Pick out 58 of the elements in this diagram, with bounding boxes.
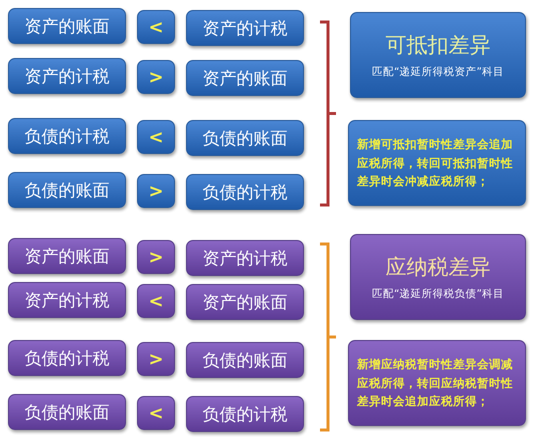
label-box — [186, 342, 304, 378]
label-box — [8, 8, 126, 44]
comparison-sign: < — [148, 16, 164, 38]
label-box — [8, 394, 126, 430]
box-label: 负债的计税 — [24, 348, 110, 370]
comparison-box — [137, 60, 175, 94]
category-subtitle: 匹配“递延所得税负债”科目 — [372, 287, 504, 301]
note-box — [348, 340, 526, 426]
comparison-box — [137, 120, 175, 154]
label-box — [8, 58, 126, 94]
label-box — [8, 282, 126, 318]
label-box — [186, 60, 304, 96]
category-box — [350, 234, 526, 320]
box-label: 资产的计税 — [202, 18, 288, 40]
box-label: 资产的账面 — [24, 16, 110, 38]
comparison-box — [137, 342, 175, 376]
box-label: 资产的计税 — [202, 248, 288, 270]
comparison-sign: < — [148, 402, 164, 424]
note-box — [348, 120, 526, 206]
label-box — [186, 10, 304, 46]
comparison-sign: > — [148, 180, 164, 202]
box-label: 负债的账面 — [202, 128, 288, 150]
label-box — [186, 396, 304, 432]
box-label: 负债的账面 — [202, 350, 288, 372]
box-label: 资产的账面 — [202, 292, 288, 314]
comparison-sign: > — [148, 66, 164, 88]
comparison-box — [137, 10, 175, 44]
comparison-box — [137, 396, 175, 430]
label-box — [8, 118, 126, 154]
label-box — [8, 340, 126, 376]
comparison-sign: > — [148, 246, 164, 268]
comparison-sign: < — [148, 126, 164, 148]
label-box — [8, 172, 126, 208]
comparison-box — [137, 174, 175, 208]
label-box — [8, 238, 126, 274]
category-box — [350, 12, 526, 98]
box-label: 负债的计税 — [24, 126, 110, 148]
box-label: 资产的计税 — [24, 66, 110, 88]
comparison-box — [137, 284, 175, 318]
box-label: 负债的账面 — [24, 180, 110, 202]
label-box — [186, 174, 304, 210]
box-label: 资产的账面 — [202, 68, 288, 90]
note-text: 新增应纳税暂时性差异会调减应税所得，转回应纳税暂时性差异时会追加应税所得； — [356, 356, 514, 410]
note-text: 新增可抵扣暂时性差异会追加应税所得，转回可抵扣暂时性差异时会冲减应税所得； — [356, 136, 514, 190]
comparison-box — [137, 240, 175, 274]
label-box — [186, 284, 304, 320]
category-subtitle: 匹配“递延所得税资产”科目 — [372, 65, 504, 79]
box-label: 负债的账面 — [24, 402, 110, 424]
box-label: 资产的账面 — [24, 246, 110, 268]
comparison-sign: < — [148, 290, 164, 312]
category-title: 应纳税差异 — [386, 254, 490, 281]
box-label: 负债的计税 — [202, 182, 288, 204]
comparison-sign: > — [148, 348, 164, 370]
category-title: 可抵扣差异 — [386, 32, 490, 59]
box-label: 负债的计税 — [202, 404, 288, 426]
label-box — [186, 240, 304, 276]
label-box — [186, 120, 304, 156]
box-label: 资产的计税 — [24, 290, 110, 312]
